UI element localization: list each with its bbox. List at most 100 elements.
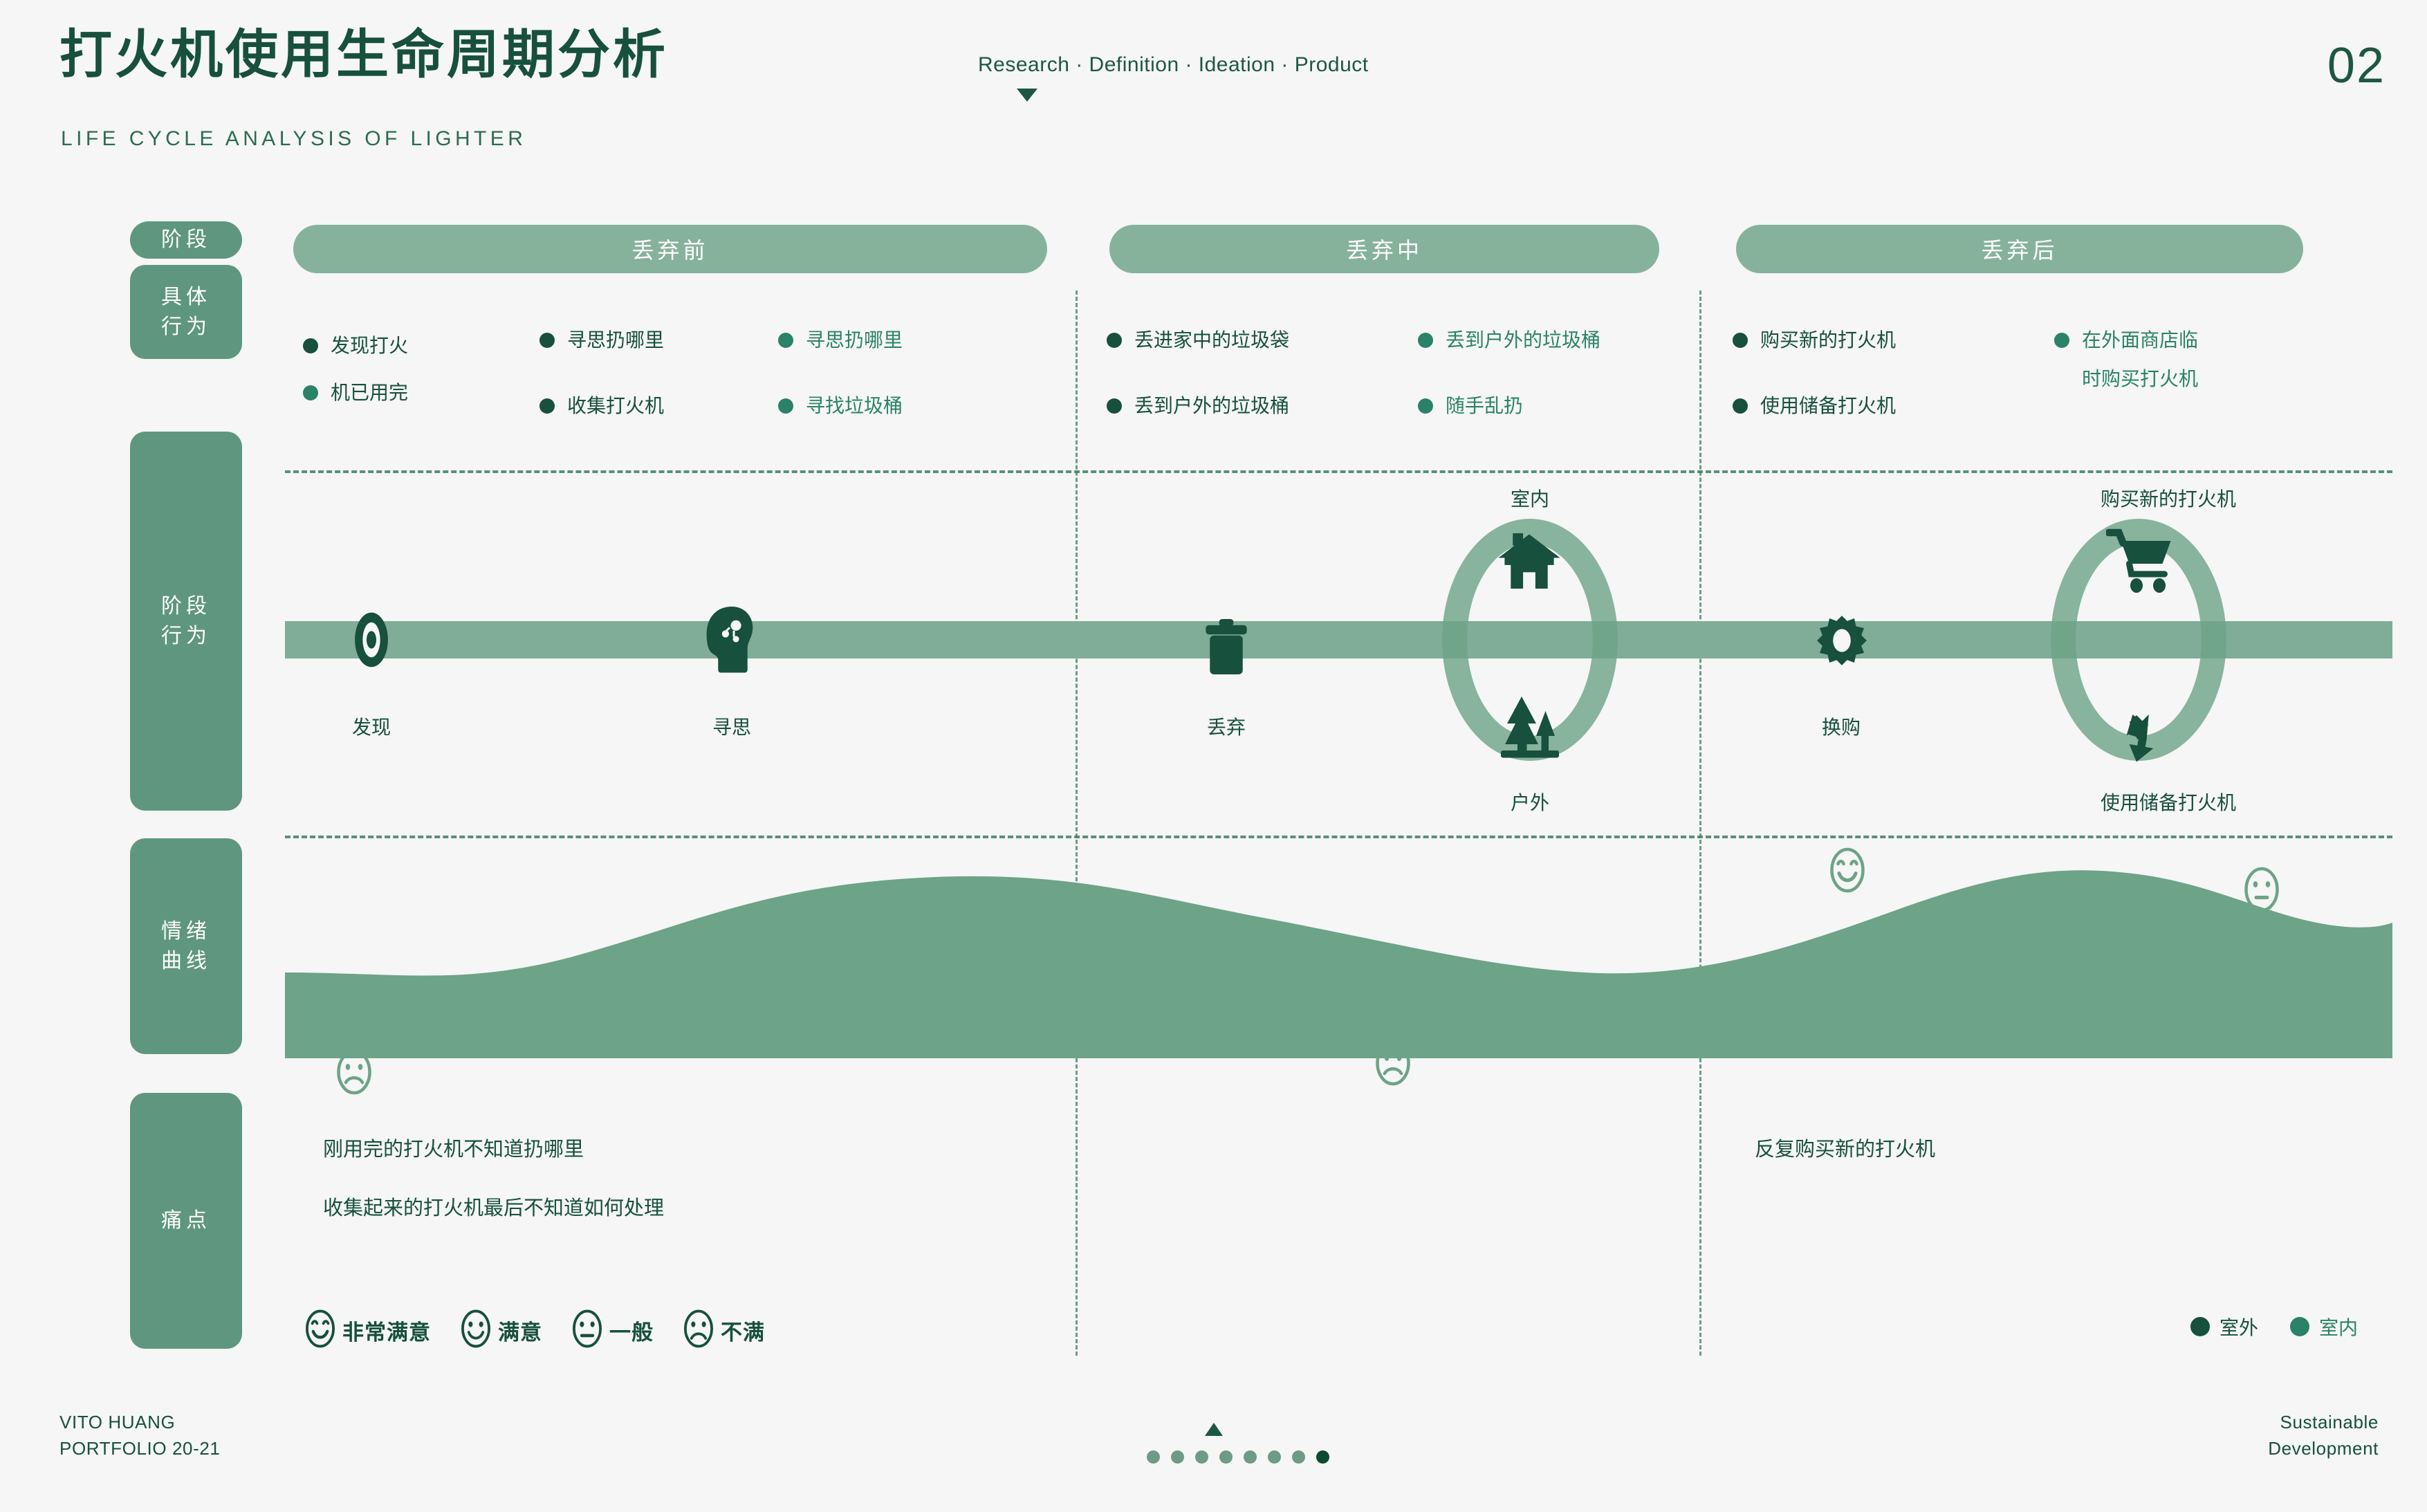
stage-pill-before[interactable]: 丢弃前 (293, 225, 1047, 273)
behavior-text: 寻思扔哪里 (567, 329, 665, 351)
footer-theme: Sustainable Development (2268, 1410, 2379, 1462)
footer-theme-line2: Development (2268, 1437, 2379, 1459)
neutral-face (557, 1009, 595, 1058)
pager-dot[interactable] (1244, 1450, 1257, 1464)
trees-icon (1497, 694, 1563, 764)
happy-face-icon (304, 1309, 336, 1352)
bullet-dot-outdoor (1733, 398, 1748, 414)
divider-column-before-during (1076, 291, 1078, 1356)
page-number: 02 (2327, 38, 2386, 93)
footer-portfolio-year: PORTFOLIO 20-21 (59, 1437, 221, 1459)
bullet-dot-outdoor (1733, 333, 1748, 348)
neutral-face (1058, 992, 1096, 1041)
behavior-item: 机已用完 (303, 379, 408, 407)
recycle-icon (2106, 709, 2171, 772)
footer-author: VITO HUANG PORTFOLIO 20-21 (59, 1410, 221, 1462)
legend-item-satisfied: 满意 (460, 1309, 542, 1352)
legend-item-dissatisfied: 不满 (683, 1309, 765, 1352)
legend-label: 室外 (2219, 1317, 2258, 1338)
behavior-item: 发现打火 (303, 332, 408, 360)
bullet-dot-indoor (778, 398, 793, 414)
gear-icon (1814, 612, 1870, 672)
smile-face (792, 969, 829, 1018)
footer-theme-line1: Sustainable (2280, 1412, 2379, 1432)
pain-point-text: 刚用完的打火机不知道扔哪里 (323, 1138, 584, 1161)
pager-dot[interactable] (1147, 1450, 1160, 1464)
row-label-specific-behavior: 具体行为 (130, 265, 242, 359)
trash-icon (1203, 617, 1249, 680)
happy-face (1829, 847, 1866, 896)
place-ring-top-label: 室内 (1510, 488, 1549, 510)
pager[interactable] (1147, 1450, 1329, 1464)
legend-label: 一般 (609, 1320, 654, 1345)
behavior-item: 随手乱扔 (1418, 392, 1523, 420)
sad-face (1374, 1040, 1412, 1089)
legend-item-very-satisfied: 非常满意 (304, 1309, 431, 1352)
stage-pill-during[interactable]: 丢弃中 (1109, 225, 1659, 273)
breadcrumb[interactable]: Research · Definition · Ideation · Produ… (978, 53, 1369, 76)
stage-pill-label: 丢弃前 (631, 238, 709, 263)
behavior-text: 使用储备打火机 (1760, 395, 1897, 416)
timeline-caption-discover: 发现 (351, 717, 391, 738)
bullet-dot-outdoor (303, 338, 318, 353)
row-label-emotion-curve: 情绪曲线 (130, 838, 242, 1054)
row-label-pain-points: 痛点 (130, 1093, 242, 1349)
behavior-item: 寻找垃圾桶 (778, 392, 903, 420)
sad-face (335, 1049, 373, 1098)
emotion-curve-area (285, 870, 2392, 1058)
divider-column-during-after (1699, 291, 1701, 1356)
behavior-text: 丢进家中的垃圾袋 (1134, 329, 1290, 351)
legend-label: 不满 (721, 1320, 765, 1345)
row-label-stage: 阶段 (130, 221, 242, 259)
eye-icon (340, 609, 403, 674)
legend-item-outdoor: 室外 (2190, 1313, 2258, 1340)
shopping-cart-icon (2105, 528, 2175, 598)
footer-author-name: VITO HUANG (59, 1412, 176, 1432)
divider-behavior-timeline (285, 470, 2392, 473)
bullet-dot-outdoor (1107, 398, 1122, 414)
timeline-caption-discard: 丢弃 (1206, 717, 1246, 738)
behavior-item: 购买新的打火机 (1733, 326, 1896, 354)
bullet-dot-indoor (2054, 333, 2069, 348)
location-legend: 室外 室内 (2190, 1313, 2358, 1340)
divider-timeline-emotion (285, 836, 2392, 838)
bullet-dot-outdoor (1107, 333, 1122, 348)
pager-dot[interactable] (1268, 1450, 1281, 1464)
pain-point-text: 收集起来的打火机最后不知道如何处理 (323, 1197, 665, 1219)
breadcrumb-active-marker-icon (1017, 89, 1037, 102)
behavior-text: 丢到户外的垃圾桶 (1446, 329, 1601, 351)
row-label-text: 具体行为 (161, 285, 211, 339)
pager-dot[interactable] (1316, 1450, 1329, 1464)
legend-label: 非常满意 (342, 1320, 431, 1345)
behavior-text: 随手乱扔 (1446, 395, 1524, 416)
head-icon (704, 605, 759, 677)
legend-label: 满意 (498, 1320, 542, 1345)
behavior-item: 丢进家中的垃圾袋 (1107, 326, 1289, 354)
bullet-dot-outdoor (539, 333, 555, 348)
indoor-dot-icon (2289, 1317, 2309, 1336)
pager-dot[interactable] (1195, 1450, 1208, 1464)
pager-current-marker-icon (1205, 1423, 1223, 1436)
pager-dot[interactable] (1292, 1450, 1305, 1464)
place-ring-bottom-label: 户外 (1510, 792, 1549, 813)
satisfaction-legend: 非常满意 满意 一般 不满 (304, 1309, 765, 1352)
row-label-stage-behavior: 阶段行为 (130, 432, 242, 811)
pager-dot[interactable] (1219, 1450, 1233, 1464)
behavior-item: 寻思扔哪里 (539, 326, 664, 354)
legend-item-neutral: 一般 (571, 1309, 654, 1352)
behavior-text: 寻找垃圾桶 (806, 395, 903, 416)
bullet-dot-indoor (1418, 333, 1433, 348)
pager-dot[interactable] (1171, 1450, 1184, 1464)
bullet-dot-indoor (778, 333, 793, 348)
purchase-ring-top-label: 购买新的打火机 (2100, 488, 2236, 510)
bullet-dot-outdoor (539, 398, 555, 414)
legend-item-indoor: 室内 (2289, 1313, 2358, 1340)
page-subtitle: LIFE CYCLE ANALYSIS OF LIGHTER (61, 127, 527, 150)
behavior-item: 在外面商店临 (2054, 326, 2198, 354)
behavior-text: 寻思扔哪里 (806, 329, 903, 351)
stage-pill-after[interactable]: 丢弃后 (1736, 225, 2303, 273)
behavior-text: 时购买打火机 (2082, 368, 2199, 389)
row-label-text: 阶段 (161, 228, 211, 252)
behavior-item: 收集打火机 (539, 392, 664, 420)
behavior-item: 寻思扔哪里 (778, 326, 903, 354)
